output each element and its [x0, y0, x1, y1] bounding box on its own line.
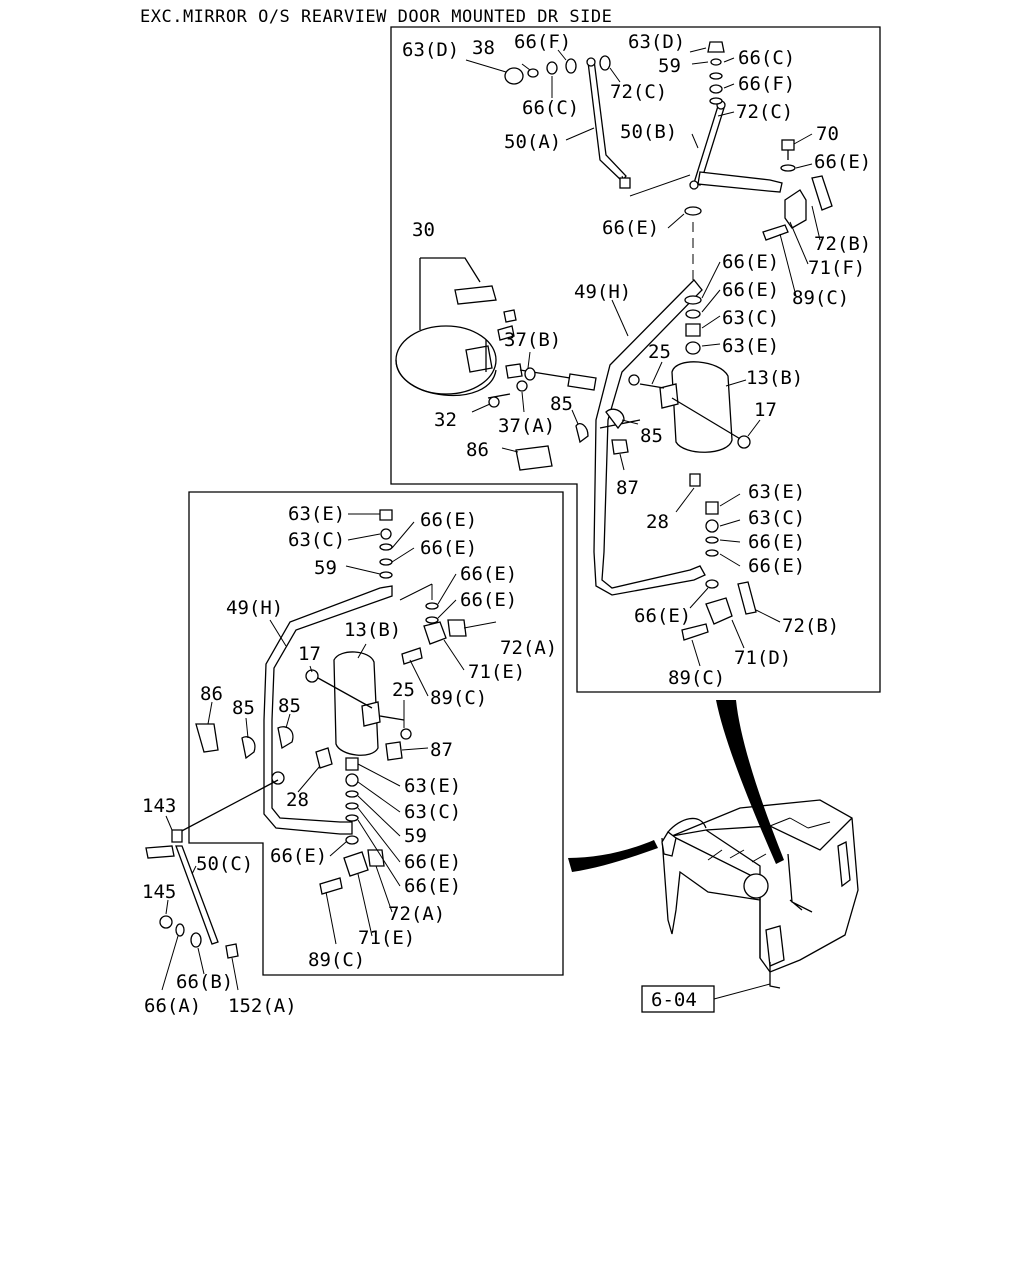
callout-38: 38	[472, 37, 495, 59]
callout-59: 59	[658, 55, 681, 77]
callout-37b: 37(B)	[504, 329, 561, 351]
callout-66e: 66(E)	[420, 509, 477, 531]
callout-66e: 66(E)	[404, 851, 461, 873]
callout-66c: 66(C)	[522, 97, 579, 119]
callout-66e: 66(E)	[722, 279, 779, 301]
callout-87: 87	[430, 739, 453, 761]
upper-leader-lines	[465, 47, 821, 667]
callout-72c: 72(C)	[610, 81, 667, 103]
upper-assembly-drawing	[395, 41, 833, 641]
lower-callouts: 63(E) 66(E) 63(C) 66(E) 59 66(E) 66(E) 4…	[142, 503, 557, 1017]
callout-63e: 63(E)	[404, 775, 461, 797]
callout-59: 59	[314, 557, 337, 579]
callout-63e: 63(E)	[288, 503, 345, 525]
callout-25: 25	[648, 341, 671, 363]
upper-callouts: 63(D) 38 66(F) 63(D) 59 66(C) 66(F) 66(C…	[402, 31, 871, 689]
callout-89c: 89(C)	[308, 949, 365, 971]
callout-28: 28	[646, 511, 669, 533]
callout-85: 85	[640, 425, 663, 447]
callout-145: 145	[142, 881, 176, 903]
callout-66e: 66(E)	[748, 531, 805, 553]
callout-72a: 72(A)	[500, 637, 557, 659]
callout-66f: 66(F)	[514, 31, 571, 53]
diagram-title: EXC.MIRROR O/S REARVIEW DOOR MOUNTED DR …	[140, 7, 612, 27]
callout-63c: 63(C)	[748, 507, 805, 529]
callout-63c: 63(C)	[288, 529, 345, 551]
callout-66f: 66(F)	[738, 73, 795, 95]
lower-detail-frame	[188, 491, 564, 976]
callout-66e: 66(E)	[460, 589, 517, 611]
callout-30: 30	[412, 219, 435, 241]
callout-87: 87	[616, 477, 639, 499]
callout-66e: 66(E)	[270, 845, 327, 867]
callout-72b: 72(B)	[814, 233, 871, 255]
callout-89c: 89(C)	[668, 667, 725, 689]
callout-50b: 50(B)	[620, 121, 677, 143]
callout-89c: 89(C)	[792, 287, 849, 309]
callout-63c: 63(C)	[404, 801, 461, 823]
callout-71f: 71(F)	[808, 257, 865, 279]
callout-89c: 89(C)	[430, 687, 487, 709]
callout-72b: 72(B)	[782, 615, 839, 637]
callout-50a: 50(A)	[504, 131, 561, 153]
callout-17: 17	[754, 399, 777, 421]
cab-to-lower-arrow	[568, 840, 658, 872]
callout-71e: 71(E)	[358, 927, 415, 949]
callout-49h: 49(H)	[574, 281, 631, 303]
upper-detail-frame	[390, 26, 881, 693]
callout-13b: 13(B)	[344, 619, 401, 641]
reference-box-label: 6-04	[651, 989, 697, 1011]
callout-13b: 13(B)	[746, 367, 803, 389]
callout-37a: 37(A)	[498, 415, 555, 437]
callout-17: 17	[298, 643, 321, 665]
callout-66c: 66(C)	[738, 47, 795, 69]
callout-59: 59	[404, 825, 427, 847]
callout-63e: 63(E)	[748, 481, 805, 503]
callout-63c: 63(C)	[722, 307, 779, 329]
callout-66e: 66(E)	[634, 605, 691, 627]
callout-85: 85	[550, 393, 573, 415]
callout-85: 85	[278, 695, 301, 717]
lower-leader-lines	[161, 513, 497, 991]
callout-72a: 72(A)	[388, 903, 445, 925]
truck-cab-drawing	[661, 799, 859, 989]
callout-85: 85	[232, 697, 255, 719]
callout-86: 86	[466, 439, 489, 461]
callout-70: 70	[816, 123, 839, 145]
callout-152a: 152(A)	[228, 995, 297, 1017]
callout-71d: 71(D)	[734, 647, 791, 669]
callout-66e: 66(E)	[722, 251, 779, 273]
callout-49h: 49(H)	[226, 597, 283, 619]
callout-72c: 72(C)	[736, 101, 793, 123]
callout-71e: 71(E)	[468, 661, 525, 683]
callout-63e: 63(E)	[722, 335, 779, 357]
cab-to-upper-arrow	[716, 700, 784, 864]
callout-50c: 50(C)	[196, 853, 253, 875]
callout-66e: 66(E)	[420, 537, 477, 559]
callout-25: 25	[392, 679, 415, 701]
callout-66e: 66(E)	[460, 563, 517, 585]
callout-66e: 66(E)	[814, 151, 871, 173]
lower-assembly-drawing	[145, 509, 467, 959]
callout-66e: 66(E)	[602, 217, 659, 239]
callout-86: 86	[200, 683, 223, 705]
callout-66e: 66(E)	[404, 875, 461, 897]
callout-66e: 66(E)	[748, 555, 805, 577]
callout-143: 143	[142, 795, 176, 817]
callout-63d: 63(D)	[402, 39, 459, 61]
callout-32: 32	[434, 409, 457, 431]
callout-63d: 63(D)	[628, 31, 685, 53]
callout-28: 28	[286, 789, 309, 811]
callout-66a: 66(A)	[144, 995, 201, 1017]
callout-66b: 66(B)	[176, 971, 233, 993]
